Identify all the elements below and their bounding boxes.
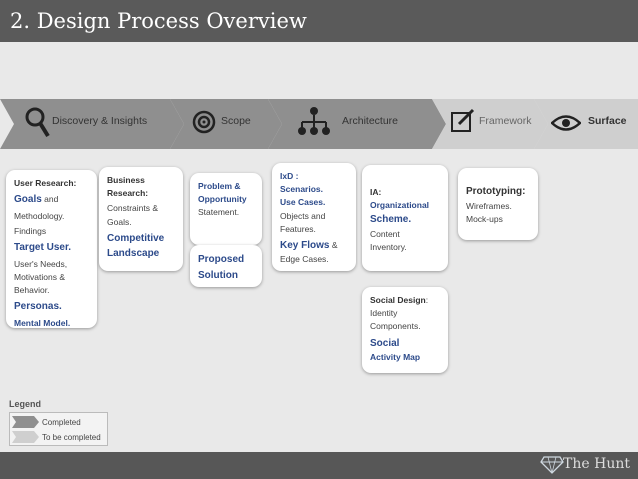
ixd-line1: IxD : bbox=[280, 171, 299, 181]
ia-line2: Organizational bbox=[370, 200, 430, 211]
social-line1: Social Design bbox=[370, 295, 426, 305]
goals-text: Goals bbox=[14, 194, 42, 206]
motivations-text: Motivations & bbox=[14, 271, 66, 282]
stage-label-surface: Surface bbox=[588, 115, 627, 127]
needs-text: User's Needs, bbox=[14, 258, 68, 269]
ia-line1: IA: bbox=[370, 187, 382, 197]
personas-text: Personas. bbox=[14, 301, 62, 313]
prototyping-line2: Wireframes. bbox=[466, 200, 512, 211]
ia-line5: Inventory. bbox=[370, 242, 407, 253]
card-proposed-solution: Proposed Solution bbox=[190, 245, 262, 287]
card-problem-statement: Problem & Opportunity Statement. bbox=[190, 173, 262, 245]
stage-arrow-scope bbox=[170, 99, 282, 149]
card-business-research: Business Research: Constraints & Goals. … bbox=[99, 167, 183, 271]
edit-icon bbox=[451, 108, 475, 132]
goals-rest-text: and bbox=[41, 194, 59, 205]
prototyping-line1: Prototyping: bbox=[466, 186, 526, 197]
social-line1-rest: : bbox=[425, 295, 429, 305]
ia-line3: Scheme. bbox=[370, 214, 412, 226]
proposed-line2: Solution bbox=[198, 269, 238, 281]
ixd-line2: Scenarios. bbox=[280, 184, 323, 195]
stage-label-architecture: Architecture bbox=[342, 115, 399, 127]
stage-arrow-surface bbox=[534, 99, 638, 149]
card-heading: User Research: bbox=[14, 178, 77, 188]
social-line5: Activity Map bbox=[370, 352, 421, 363]
legend-box bbox=[9, 412, 108, 446]
stage-arrow-framework bbox=[432, 99, 548, 149]
ixd-line3: Use Cases. bbox=[280, 197, 326, 208]
problem-line3: Statement. bbox=[198, 207, 240, 218]
card-user-research: User Research: Goals and Methodology. Fi… bbox=[6, 170, 97, 328]
legend-title: Legend bbox=[9, 399, 42, 409]
brand-name: The Hunt bbox=[563, 456, 630, 472]
social-line2: Identity bbox=[370, 308, 398, 319]
ia-line4: Content bbox=[370, 228, 400, 239]
diamond-logo-icon bbox=[540, 456, 564, 474]
methodology-text: Methodology. bbox=[14, 210, 65, 221]
legend-swatch-completed bbox=[12, 416, 39, 428]
social-line3: Components. bbox=[370, 321, 421, 332]
card-prototyping: Prototyping: Wireframes. Mock-ups bbox=[458, 168, 538, 240]
mental-model-text: Mental Model. bbox=[14, 317, 71, 328]
edge-cases-text: Edge Cases. bbox=[280, 254, 329, 265]
process-arrow-band bbox=[0, 99, 638, 149]
ixd-line5: Features. bbox=[280, 223, 316, 234]
business-line2: Research: bbox=[107, 188, 149, 199]
key-flows-rest-text: & bbox=[329, 239, 338, 250]
hierarchy-icon bbox=[298, 107, 330, 135]
stage-label-framework: Framework bbox=[479, 115, 532, 127]
target-user-text: Target User. bbox=[14, 242, 72, 254]
prototyping-line3: Mock-ups bbox=[466, 213, 503, 224]
card-ia: IA: Organizational Scheme. Content Inven… bbox=[362, 165, 448, 271]
legend-to-be-completed-label: To be completed bbox=[42, 433, 101, 442]
stage-label-scope: Scope bbox=[221, 115, 251, 127]
key-flows-text: Key Flows bbox=[280, 239, 330, 251]
social-line4: Social bbox=[370, 337, 400, 349]
ixd-line4: Objects and bbox=[280, 210, 326, 221]
competitive-line2: Landscape bbox=[107, 248, 160, 260]
behavior-text: Behavior. bbox=[14, 284, 50, 295]
business-line1: Business bbox=[107, 175, 145, 185]
findings-text: Findings bbox=[14, 225, 47, 236]
competitive-line1: Competitive bbox=[107, 232, 165, 244]
proposed-line1: Proposed bbox=[198, 254, 245, 265]
legend-swatch-to-be-completed bbox=[12, 431, 39, 443]
page-title: 2. Design Process Overview bbox=[0, 0, 638, 42]
magnifier-icon bbox=[25, 107, 50, 138]
problem-line2: Opportunity bbox=[198, 194, 247, 205]
problem-line1: Problem & bbox=[198, 181, 241, 191]
footer-bar bbox=[0, 452, 638, 479]
business-line3: Constraints & bbox=[107, 203, 159, 214]
card-social-design: Social Design: Identity Components. Soci… bbox=[362, 287, 448, 373]
target-icon bbox=[192, 110, 216, 134]
legend-completed-label: Completed bbox=[42, 418, 81, 427]
eye-icon bbox=[551, 115, 581, 131]
stage-label-discovery: Discovery & Insights bbox=[52, 115, 148, 127]
card-ixd: IxD : Scenarios. Use Cases. Objects and … bbox=[272, 163, 356, 271]
business-line4: Goals. bbox=[107, 216, 132, 227]
